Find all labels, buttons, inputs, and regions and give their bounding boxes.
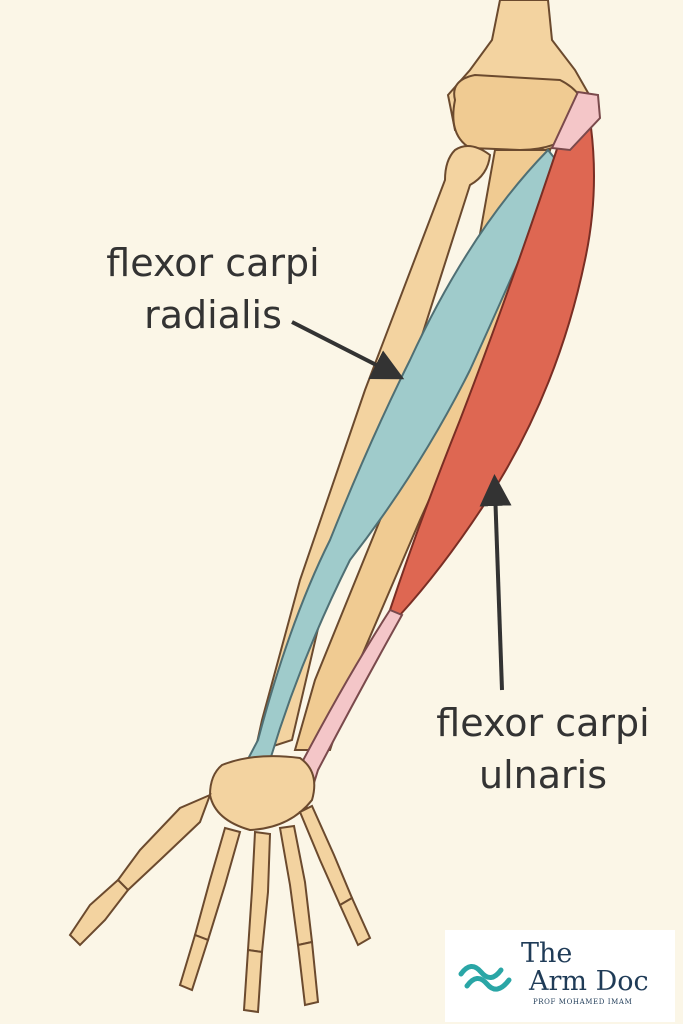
label-line: flexor carpi — [436, 701, 650, 745]
label-line: radialis — [144, 293, 282, 337]
flexor-carpi-ulnaris-label: flexor carpi ulnaris — [418, 697, 668, 801]
logo-title-line1: The — [521, 938, 573, 969]
label-line: flexor carpi — [106, 241, 320, 285]
flexor-carpi-radialis-label: flexor carpi radialis — [88, 237, 338, 341]
common-flexor-origin — [550, 90, 602, 152]
hand-bones — [68, 793, 372, 1014]
flexor-carpi-ulnaris-muscle — [388, 118, 595, 617]
logo-text: The Arm Doc PROF MOHAMED IMAM — [521, 938, 671, 1007]
arrow-icon — [291, 320, 405, 380]
arrow-icon — [479, 474, 512, 691]
logo-title-line2: Arm Doc — [529, 966, 649, 997]
carpal-bones — [208, 755, 316, 832]
wave-logo-icon — [458, 964, 512, 992]
brand-logo: The Arm Doc PROF MOHAMED IMAM — [445, 930, 675, 1022]
logo-subtitle: PROF MOHAMED IMAM — [533, 998, 633, 1006]
label-line: ulnaris — [479, 753, 607, 797]
